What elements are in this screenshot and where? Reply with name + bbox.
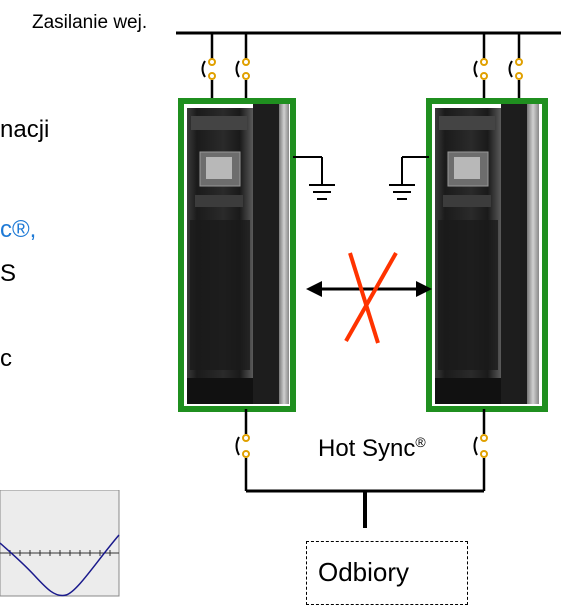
green-frame-right <box>426 98 548 412</box>
input-breaker-right-1[interactable] <box>473 33 490 101</box>
ups-cabinet-left[interactable] <box>178 98 296 412</box>
x-cross-icon <box>344 252 398 344</box>
ups-cabinet-icon <box>435 104 539 404</box>
input-breaker-right-2[interactable] <box>508 33 525 101</box>
ups-cabinet-icon <box>187 104 289 404</box>
ground-icon <box>293 156 335 200</box>
loads-box[interactable] <box>306 541 468 605</box>
hot-sync-label: Hot Sync® <box>318 435 426 461</box>
input-supply-label: Zasilanie wej. <box>30 12 150 33</box>
bidirectional-arrow-icon <box>306 281 432 297</box>
left-text-fragment-3: S <box>0 260 17 287</box>
left-text-fragment-1: nacji <box>0 116 50 143</box>
sine-wave-icon <box>0 490 120 597</box>
input-breaker-left-1[interactable] <box>201 33 218 101</box>
ups-cabinet-right[interactable] <box>426 98 548 412</box>
output-breaker-left[interactable] <box>235 434 252 458</box>
left-text-fragment-2: c®, <box>0 216 37 243</box>
input-breaker-left-2[interactable] <box>235 33 252 101</box>
output-breaker-right[interactable] <box>473 434 490 458</box>
ground-icon <box>389 156 429 200</box>
left-text-fragment-4: c <box>0 345 12 372</box>
green-frame-left <box>178 98 296 412</box>
hot-sync-text: Hot Sync <box>318 435 416 462</box>
registered-mark: ® <box>415 434 426 450</box>
loads-label: Odbiory <box>318 557 410 587</box>
